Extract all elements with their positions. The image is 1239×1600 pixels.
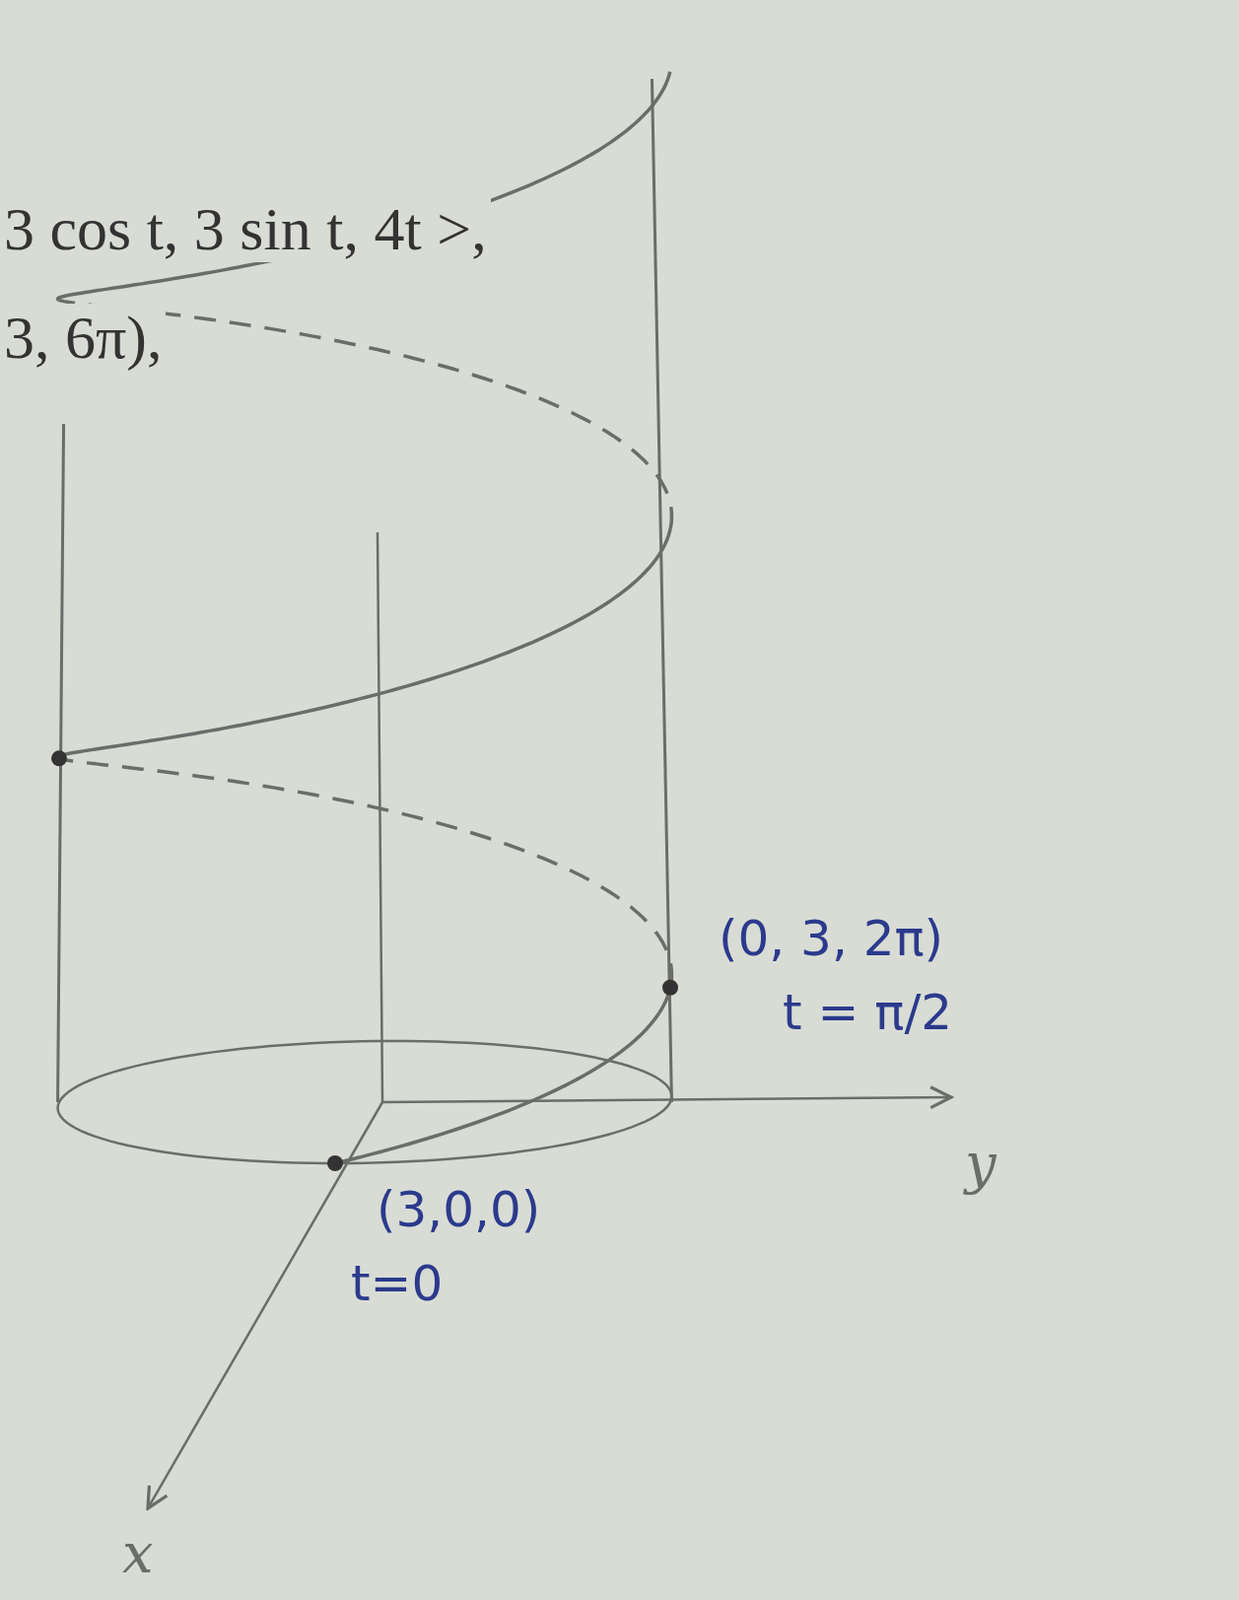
- parameter-value: t=0: [346, 1256, 447, 1311]
- helix-curve: [58, 528, 672, 758]
- axis-label: x: [118, 1522, 158, 1584]
- curve-point: [51, 750, 68, 766]
- cylinder-edge: [651, 78, 672, 1102]
- interval-text: 3, 6π),: [0, 303, 166, 371]
- helix-curve: [58, 71, 671, 300]
- helix-curve: [335, 984, 672, 1164]
- axis-label: y: [961, 1133, 1001, 1195]
- vector-function-text: 3 cos t, 3 sin t, 4t >,: [0, 195, 491, 263]
- curve-point: [662, 979, 679, 996]
- helix-curve: [58, 757, 672, 985]
- parameter-value: t = π/2: [778, 985, 957, 1040]
- point-coordinates: (3,0,0): [372, 1182, 545, 1238]
- point-coordinates: (0, 3, 2π): [714, 911, 948, 966]
- y-axis: [382, 1097, 952, 1102]
- base-ellipse: [58, 1040, 673, 1164]
- z-axis: [377, 532, 383, 1102]
- curve-point: [327, 1155, 344, 1171]
